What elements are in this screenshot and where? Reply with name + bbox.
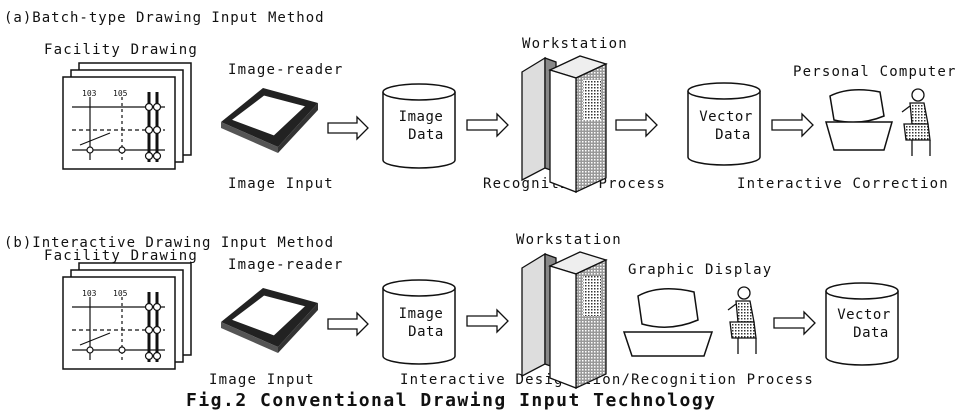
image-data-cylinder-a <box>382 83 456 169</box>
facility-drawing-stack-a: 103 105 <box>62 62 192 170</box>
image-reader-label-b: Image-reader <box>228 257 344 273</box>
facility-drawing-label-b: Facility Drawing <box>44 248 199 264</box>
image-reader-icon-a <box>221 88 318 153</box>
workstation-icon-b <box>521 251 608 390</box>
image-reader-icon-b <box>221 288 318 353</box>
graphic-display-label: Graphic Display <box>628 262 773 278</box>
vector-data-line2-b: Data <box>853 325 889 341</box>
arrow-a4 <box>771 112 814 138</box>
arrow-a2 <box>466 112 509 138</box>
step-interactive-designation: Interactive Designation/Recognition Proc… <box>400 372 815 388</box>
vector-data-cylinder-b <box>825 282 899 366</box>
workstation-label-a: Workstation <box>522 36 628 52</box>
step-image-input-a: Image Input <box>228 176 334 192</box>
facility-drawing-label-a: Facility Drawing <box>44 42 199 58</box>
graphic-display-icon <box>622 288 714 357</box>
personal-computer-icon <box>825 89 893 151</box>
section-b-heading: (b)Interactive Drawing Input Method <box>4 235 335 251</box>
personal-computer-label: Personal Computer <box>793 64 957 80</box>
svg-text:105: 105 <box>113 89 128 98</box>
image-data-line2-a: Data <box>408 127 444 143</box>
step-image-input-b: Image Input <box>209 372 315 388</box>
facility-drawing-stack-b: 103 105 <box>62 262 192 370</box>
vector-data-line2-a: Data <box>715 127 751 143</box>
workstation-label-b: Workstation <box>516 232 622 248</box>
arrow-b3 <box>773 310 816 336</box>
image-data-label-b: Image Data <box>388 305 454 341</box>
image-data-line2-b: Data <box>408 324 444 340</box>
arrow-a1 <box>327 115 369 141</box>
vector-data-label-b: Vector Data <box>828 306 900 342</box>
vector-data-label-a: Vector Data <box>690 108 762 144</box>
image-data-line1-a: Image <box>398 109 444 125</box>
image-data-cylinder-b <box>382 279 456 365</box>
svg-text:103: 103 <box>82 289 97 298</box>
figure-caption: Fig.2 Conventional Drawing Input Technol… <box>186 390 717 411</box>
section-a-heading: (a)Batch-type Drawing Input Method <box>4 10 325 26</box>
vector-data-cylinder-a <box>687 82 761 166</box>
operator-figure-a <box>901 88 931 156</box>
image-data-line1-b: Image <box>398 306 444 322</box>
svg-text:105: 105 <box>113 289 128 298</box>
svg-text:103: 103 <box>82 89 97 98</box>
operator-figure-b <box>727 286 757 354</box>
vector-data-line1-b: Vector <box>837 307 891 323</box>
arrow-b2 <box>466 308 509 334</box>
image-reader-label-a: Image-reader <box>228 62 344 78</box>
arrow-b1 <box>327 311 369 337</box>
arrow-a3 <box>615 112 658 138</box>
workstation-icon-a <box>521 55 608 194</box>
step-interactive-correction: Interactive Correction <box>737 176 949 192</box>
vector-data-line1-a: Vector <box>699 109 753 125</box>
image-data-label-a: Image Data <box>388 108 454 144</box>
